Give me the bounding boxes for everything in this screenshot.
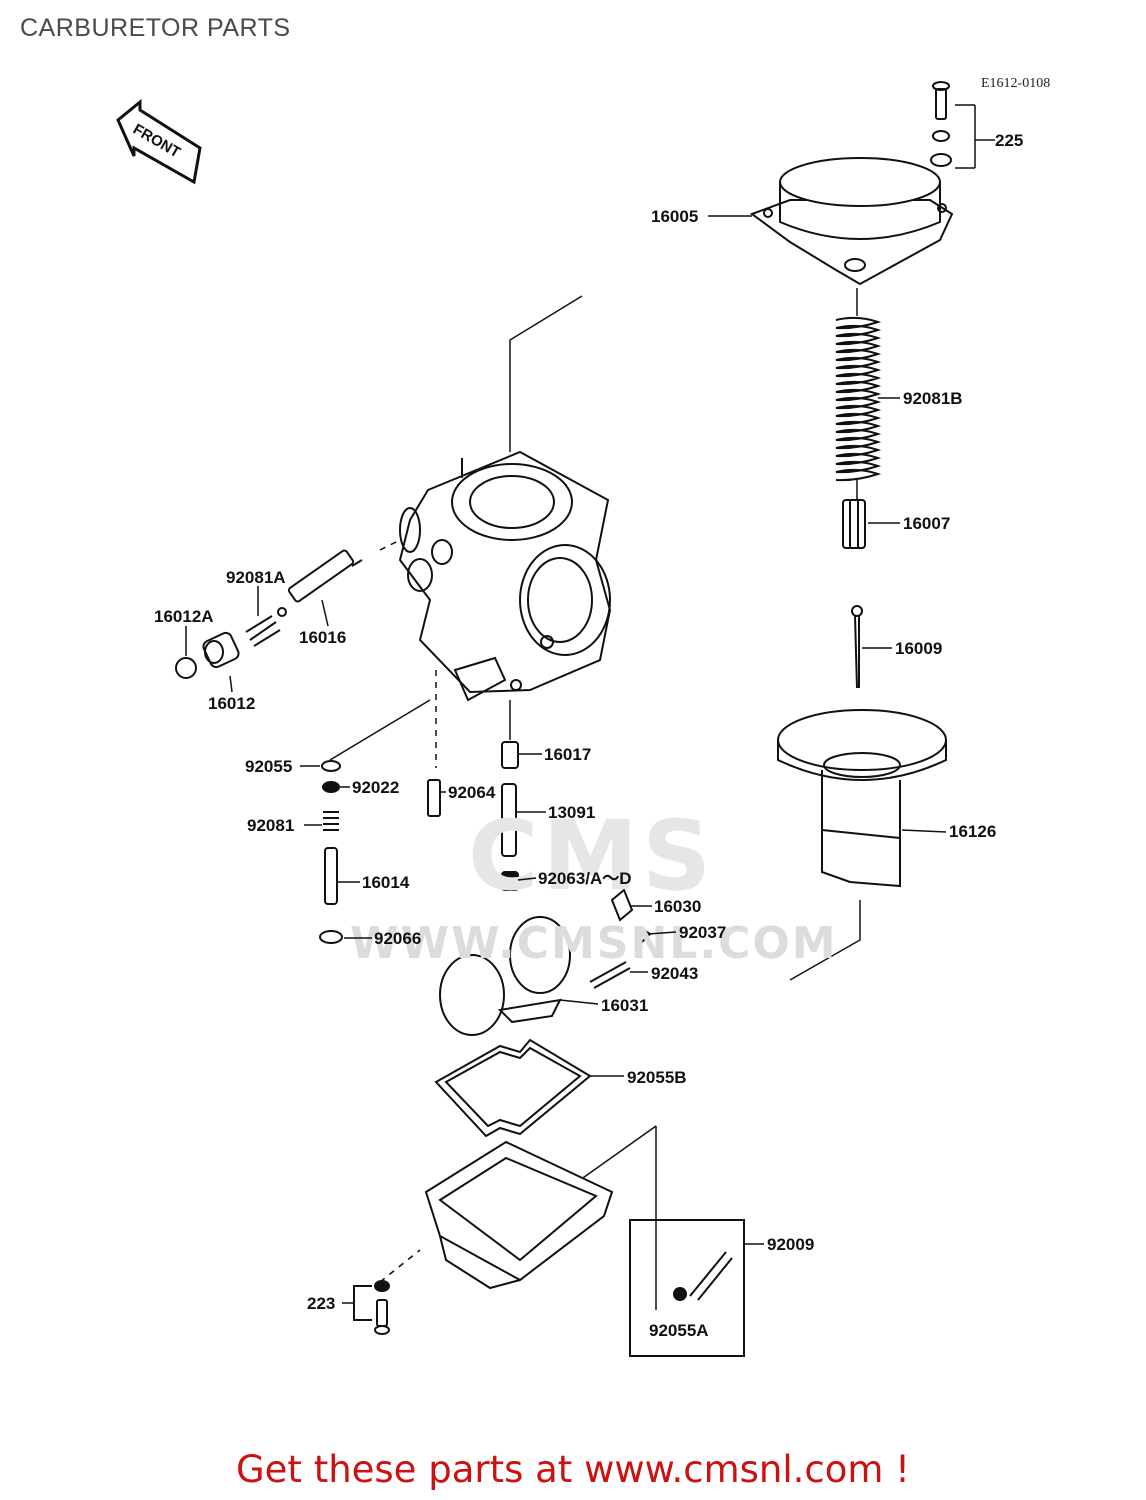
part-label-16012[interactable]: 16012 bbox=[208, 694, 256, 713]
part-label-16016[interactable]: 16016 bbox=[299, 628, 347, 647]
part-label-16014[interactable]: 16014 bbox=[362, 873, 410, 892]
float-16031 bbox=[439, 916, 571, 1036]
watermark-logo: CMS bbox=[468, 800, 716, 912]
part-label-92081a[interactable]: 92081A bbox=[226, 568, 286, 587]
plug-16012 bbox=[175, 631, 240, 679]
cta-prefix: Get these parts at bbox=[235, 1448, 585, 1491]
needle-retainer-16007 bbox=[842, 499, 866, 549]
part-label-92055a[interactable]: 92055A bbox=[649, 1321, 709, 1340]
pilot-screw-assembly bbox=[245, 549, 363, 647]
float-bowl bbox=[424, 1140, 614, 1290]
part-label-16012a[interactable]: 16012A bbox=[154, 607, 214, 626]
part-label-223[interactable]: 223 bbox=[307, 1294, 336, 1313]
part-label-16031[interactable]: 16031 bbox=[601, 996, 649, 1015]
part-label-92066[interactable]: 92066 bbox=[374, 929, 422, 948]
carburetor-cap-16005 bbox=[749, 157, 954, 286]
part-label-16009[interactable]: 16009 bbox=[895, 639, 943, 658]
screw-223 bbox=[353, 1280, 390, 1335]
part-label-16007[interactable]: 16007 bbox=[903, 514, 951, 533]
part-label-92081b[interactable]: 92081B bbox=[903, 389, 963, 408]
part-label-92022[interactable]: 92022 bbox=[352, 778, 400, 797]
main-jet-parts bbox=[319, 760, 441, 944]
cta-suffix: ! bbox=[883, 1448, 910, 1491]
part-label-92009[interactable]: 92009 bbox=[767, 1235, 815, 1254]
vacuum-piston-16126 bbox=[777, 709, 947, 888]
page-title: CARBURETOR PARTS bbox=[20, 14, 291, 42]
part-label-92037[interactable]: 92037 bbox=[679, 923, 727, 942]
part-label-16017[interactable]: 16017 bbox=[544, 745, 592, 764]
part-label-13091[interactable]: 13091 bbox=[548, 803, 596, 822]
part-label-225[interactable]: 225 bbox=[995, 131, 1024, 150]
spring-92081b bbox=[835, 316, 882, 482]
drain-screw-box bbox=[629, 1219, 745, 1357]
jet-needle-16009 bbox=[851, 605, 863, 689]
part-label-92081[interactable]: 92081 bbox=[247, 816, 295, 835]
part-label-16030[interactable]: 16030 bbox=[654, 897, 702, 916]
part-label-16126[interactable]: 16126 bbox=[949, 822, 997, 841]
needle-jet-parts bbox=[501, 741, 652, 989]
cta-link[interactable]: www.cmsnl.com bbox=[584, 1448, 884, 1491]
call-to-action: Get these parts at www.cmsnl.com ! bbox=[0, 1448, 1146, 1491]
part-label-92055b[interactable]: 92055B bbox=[627, 1068, 687, 1087]
part-label-92063[interactable]: 92063/A～D bbox=[538, 869, 632, 888]
carburetor-body bbox=[398, 450, 612, 702]
part-label-92064[interactable]: 92064 bbox=[448, 783, 496, 802]
screw-225 bbox=[930, 81, 952, 167]
diagram-reference-code: E1612-0108 bbox=[981, 76, 1051, 91]
part-label-16005[interactable]: 16005 bbox=[651, 207, 699, 226]
part-label-92055[interactable]: 92055 bbox=[245, 757, 293, 776]
part-label-92043[interactable]: 92043 bbox=[651, 964, 699, 983]
watermark-text: WWW.CMSNL.COM bbox=[350, 918, 838, 969]
